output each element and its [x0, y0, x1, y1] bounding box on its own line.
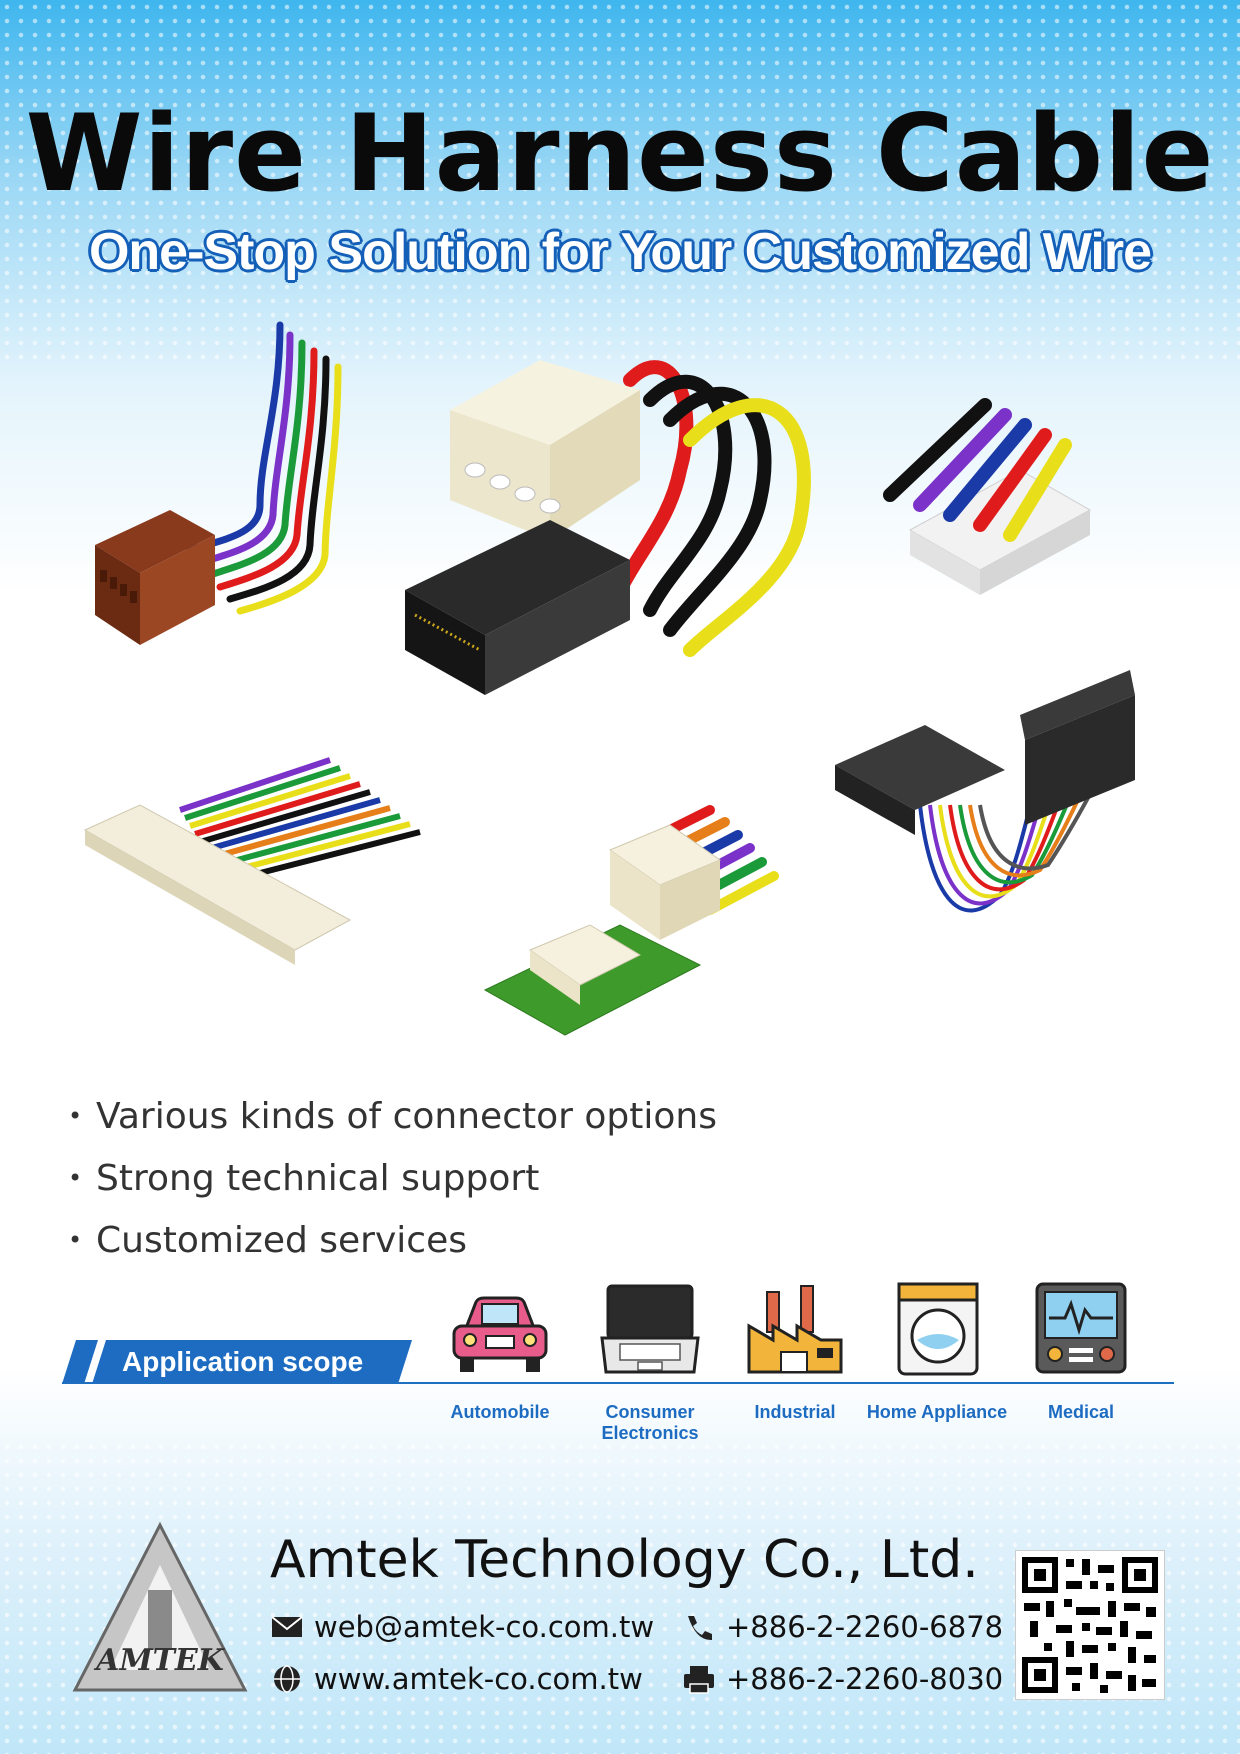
car-icon	[452, 1296, 548, 1372]
page-title: Wire Harness Cable	[25, 92, 1215, 215]
app-item-consumer-electronics: Consumer Electronics	[575, 1280, 725, 1444]
molex-sata-cable-illustration	[405, 360, 811, 695]
fax-icon	[684, 1666, 714, 1694]
app-label: Industrial	[754, 1402, 836, 1422]
globe-icon	[274, 1665, 300, 1693]
app-label: Automobile	[450, 1402, 550, 1422]
brown-connector-illustration	[95, 321, 342, 645]
app-label: Medical	[1047, 1402, 1115, 1422]
feature-item: • Strong technical support	[68, 1147, 717, 1209]
contact-fax: +886-2-2260-8030	[682, 1662, 1003, 1696]
app-label: Consumer Electronics	[601, 1402, 699, 1443]
fax-text: +886-2-2260-8030	[726, 1662, 1004, 1696]
dual-header-cable-illustration	[835, 670, 1135, 913]
bullet-icon: •	[68, 1102, 83, 1130]
app-item-industrial: Industrial	[720, 1280, 870, 1423]
phone-icon	[688, 1616, 712, 1641]
app-label: Home Appliance	[866, 1402, 1008, 1422]
bullet-icon: •	[68, 1164, 83, 1192]
medical-monitor-icon	[1035, 1282, 1127, 1374]
company-name: Amtek Technology Co., Ltd.	[270, 1530, 979, 1590]
page-subtitle: One-Stop Solution for Your Customized Wi…	[88, 223, 1152, 281]
feature-text: Strong technical support	[96, 1157, 540, 1199]
feature-list: • Various kinds of connector options • S…	[68, 1085, 717, 1271]
qr-code[interactable]	[1015, 1550, 1165, 1700]
app-item-medical: Medical	[1006, 1280, 1156, 1423]
envelope-icon	[271, 1616, 303, 1637]
website-text[interactable]: www.amtek-co.com.tw	[314, 1662, 643, 1696]
app-item-home-appliance: Home Appliance	[862, 1280, 1012, 1423]
washing-machine-icon	[897, 1282, 979, 1376]
feature-item: • Various kinds of connector options	[68, 1085, 717, 1147]
feature-item: • Customized services	[68, 1209, 717, 1271]
idc-connector-illustration	[883, 398, 1092, 595]
application-scope-banner	[62, 1340, 412, 1384]
contact-email: web@amtek-co.com.tw	[270, 1610, 654, 1644]
pcb-power-connector-illustration	[483, 805, 779, 1036]
feature-text: Various kinds of connector options	[96, 1095, 717, 1137]
feature-text: Customized services	[96, 1219, 467, 1261]
contact-phone: +886-2-2260-6878	[682, 1610, 1003, 1644]
application-scope-rule	[62, 1382, 1174, 1384]
ffc-ribbon-cable-illustration	[83, 757, 421, 965]
app-item-automobile: Automobile	[425, 1280, 575, 1423]
bullet-icon: •	[68, 1226, 83, 1254]
factory-icon	[747, 1285, 843, 1374]
dot-pattern-top	[0, 0, 1240, 360]
phone-text[interactable]: +886-2-2260-6878	[726, 1610, 1004, 1644]
contact-website: www.amtek-co.com.tw	[270, 1662, 643, 1696]
logo-text: AMTEK	[93, 1643, 226, 1678]
amtek-logo: AMTEK	[72, 1521, 248, 1692]
application-scope-label: Application scope	[122, 1346, 364, 1377]
email-text[interactable]: web@amtek-co.com.tw	[314, 1610, 655, 1644]
laptop-icon	[600, 1284, 700, 1374]
